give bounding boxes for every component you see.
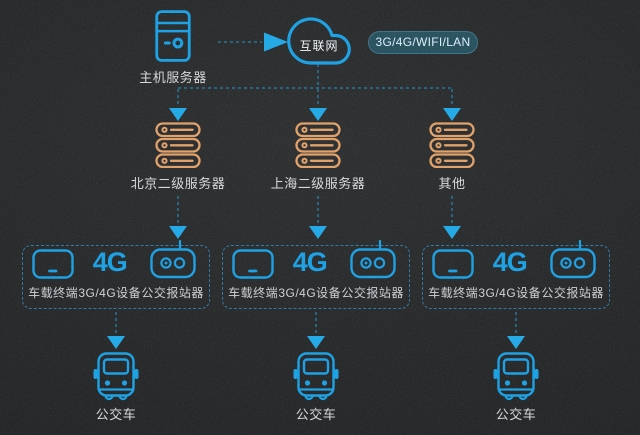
bus-announcer-icon [149,239,196,279]
bus-label-1: 公交车 [95,407,137,422]
4g-device-label: 3G/4G设备 [478,286,542,300]
4g-device-label: 3G/4G设备 [278,286,342,300]
vehicle-terminal-item: 车载终端 [428,241,478,301]
bus-announcer-icon [549,239,596,279]
bus-announcer-label: 公交报站器 [341,286,404,300]
arrow-down-icon [507,336,525,349]
bus-icon [293,352,339,401]
server-label-other: 其他 [438,176,466,191]
cloud-label: 互联网 [299,39,339,53]
bus-node-1 [93,352,139,402]
server-label-shanghai: 上海二级服务器 [270,176,366,191]
host-server-icon [155,10,191,62]
4g-device-label: 3G/4G设备 [78,286,142,300]
arrow-down-icon [169,108,187,121]
arrow-down-icon [169,226,187,239]
network-types-badge: 3G/4G/WIFI/LAN [368,31,478,54]
host-server-node [150,10,196,62]
4g-badge: 4G [492,247,528,277]
bus-node-3 [493,352,539,402]
bus-label-2: 公交车 [295,407,337,422]
vehicle-terminal-icon [232,249,274,279]
arrow-down-icon [443,108,461,121]
bus-label-3: 公交车 [495,407,537,422]
bus-announcer-item: 公交报站器 [141,239,204,301]
bus-icon [93,352,139,401]
bus-announcer-label: 公交报站器 [541,286,604,300]
server-stack-icon [295,122,341,168]
host-server-label: 主机服务器 [139,70,207,85]
vehicle-terminal-item: 车载终端 [28,241,78,301]
device-group-3: 车载终端 4G 3G/4G设备 公交报站器 [422,239,610,309]
bus-announcer-label: 公交报站器 [141,286,204,300]
server-stack-other [429,122,475,168]
vehicle-terminal-label: 车载终端 [428,286,479,300]
4g-badge: 4G [292,247,328,277]
bus-node-2 [293,352,339,402]
server-label-beijing: 北京二级服务器 [130,176,226,191]
vehicle-terminal-label: 车载终端 [228,286,279,300]
arrow-down-icon [443,226,461,239]
arrow-down-icon [107,336,125,349]
arrow-down-icon [307,336,325,349]
server-stack-icon [429,122,475,168]
device-group-2: 车载终端 4G 3G/4G设备 公交报站器 [222,239,410,309]
bus-announcer-item: 公交报站器 [341,239,404,301]
server-stack-shanghai [295,122,341,168]
4g-device-item: 4G 3G/4G设备 [278,241,341,301]
vehicle-terminal-label: 车载终端 [28,286,79,300]
vehicle-terminal-item: 车载终端 [228,241,278,301]
arrow-right-icon [264,32,288,52]
arrow-down-icon [309,226,327,239]
bus-announcer-item: 公交报站器 [541,239,604,301]
arrow-down-icon [309,108,327,121]
bus-icon [493,352,539,401]
server-stack-beijing [155,122,201,168]
4g-device-item: 4G 3G/4G设备 [78,241,141,301]
4g-badge: 4G [92,247,128,277]
bus-announcer-icon [349,239,396,279]
device-group-1: 车载终端 4G 3G/4G设备 公交报站器 [22,239,210,309]
server-stack-icon [155,122,201,168]
4g-device-item: 4G 3G/4G设备 [478,241,541,301]
vehicle-terminal-icon [32,249,74,279]
vehicle-terminal-icon [432,249,474,279]
